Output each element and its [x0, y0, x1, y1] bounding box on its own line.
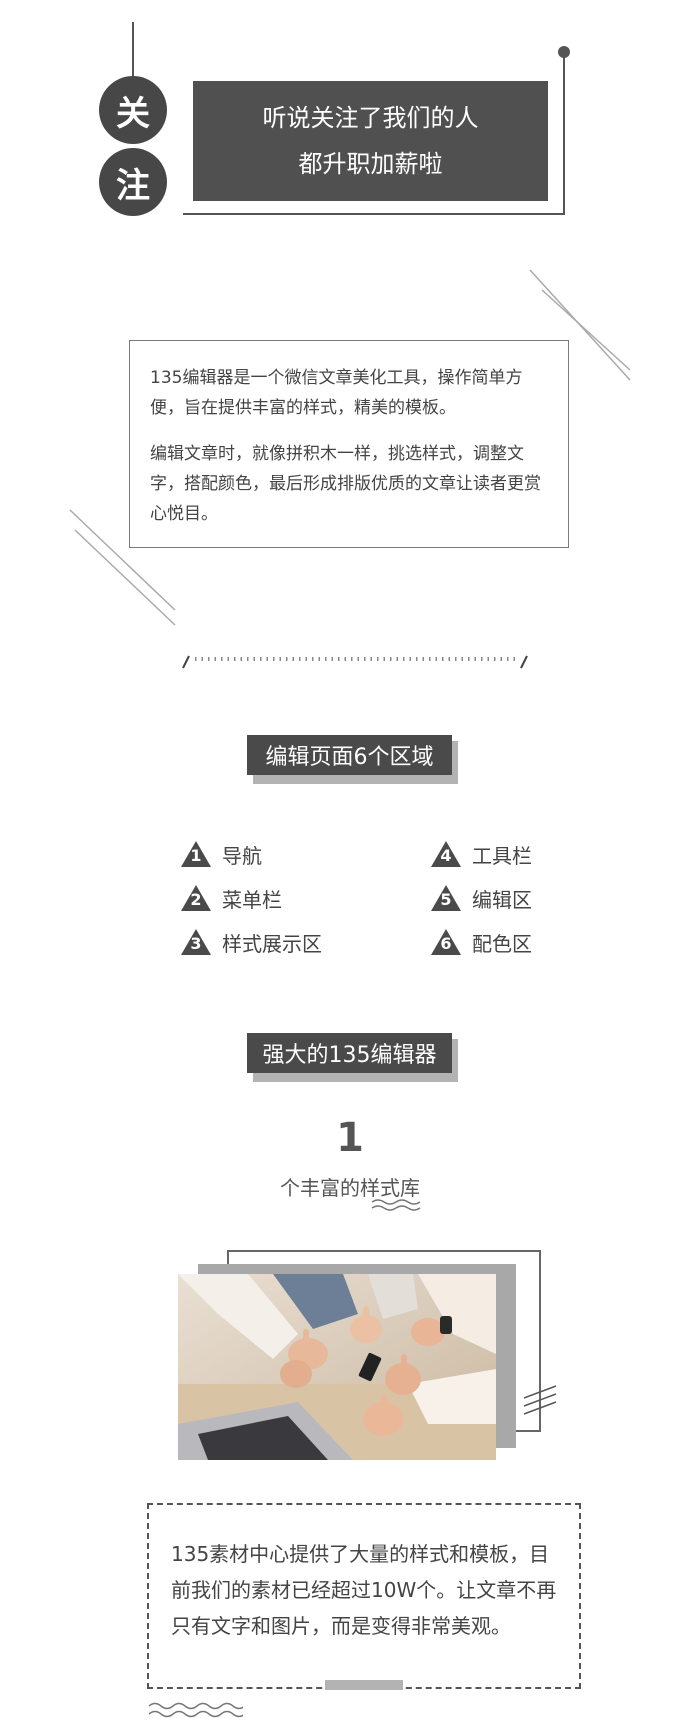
- follow-char-1: 关: [116, 93, 150, 134]
- header-banner: 听说关注了我们的人 都升职加薪啦: [193, 81, 548, 201]
- area-label: 样式展示区: [222, 931, 322, 956]
- area-number: 3: [190, 934, 202, 953]
- area-label: 编辑区: [472, 887, 532, 912]
- triangle-number-icon: 5: [430, 884, 462, 912]
- banner-line-1: 听说关注了我们的人: [262, 104, 479, 132]
- area-number: 6: [440, 934, 452, 953]
- triangle-number-icon: 2: [180, 884, 212, 912]
- triangle-number-icon: 3: [180, 928, 212, 956]
- area-item: 2 菜单栏: [180, 882, 282, 914]
- follow-circle-1: 关: [99, 76, 167, 144]
- area-label: 菜单栏: [222, 887, 282, 912]
- header-right-line: [563, 52, 565, 215]
- area-item: 1 导航: [180, 838, 262, 870]
- area-item: 5 编辑区: [430, 882, 532, 914]
- bottom-text-box: 135素材中心提供了大量的样式和模板，目前我们的素材已经超过10W个。让文章不再…: [147, 1503, 581, 1689]
- area-number: 4: [440, 846, 452, 865]
- area-label: 配色区: [472, 931, 532, 956]
- area-label: 导航: [222, 843, 262, 868]
- follow-circle-2: 注: [99, 148, 167, 216]
- area-number: 5: [440, 890, 452, 909]
- decor-lines-bottom-left: [69, 509, 176, 626]
- decor-lines-top-right: [529, 269, 631, 381]
- team-thumbs-up-photo: [178, 1274, 496, 1460]
- area-label: 工具栏: [472, 843, 532, 868]
- section2-title: 强大的135编辑器: [247, 1033, 452, 1073]
- intro-paragraph-1: 135编辑器是一个微信文章美化工具，操作简单方便，旨在提供丰富的样式，精美的模板…: [150, 368, 523, 418]
- bottom-gray-bar: [325, 1680, 403, 1690]
- banner-line-2: 都升职加薪啦: [298, 150, 443, 178]
- header-bottom-line: [183, 213, 565, 215]
- area-item: 6 配色区: [430, 926, 532, 958]
- hatch-decoration-icon: [523, 1385, 557, 1415]
- follow-char-2: 注: [116, 165, 150, 206]
- number-caption: 个丰富的样式库: [280, 1176, 420, 1200]
- triangle-number-icon: 4: [430, 840, 462, 868]
- big-number: 1: [336, 1115, 364, 1161]
- header-top-line: [132, 22, 134, 82]
- intro-box: 135编辑器是一个微信文章美化工具，操作简单方便，旨在提供丰富的样式，精美的模板…: [129, 340, 569, 548]
- section1-title: 编辑页面6个区域: [247, 735, 452, 775]
- area-item: 4 工具栏: [430, 838, 532, 870]
- wave-decoration-bottom: [148, 1702, 243, 1718]
- dotted-divider: [182, 655, 528, 669]
- bottom-text: 135素材中心提供了大量的样式和模板，目前我们的素材已经超过10W个。让文章不再…: [171, 1542, 557, 1638]
- area-number: 1: [190, 846, 202, 865]
- triangle-number-icon: 6: [430, 928, 462, 956]
- wave-decoration-caption: [371, 1199, 421, 1211]
- area-number: 2: [190, 890, 202, 909]
- intro-paragraph-2: 编辑文章时，就像拼积木一样，挑选样式，调整文字，搭配颜色，最后形成排版优质的文章…: [150, 444, 541, 524]
- area-item: 3 样式展示区: [180, 926, 322, 958]
- triangle-number-icon: 1: [180, 840, 212, 868]
